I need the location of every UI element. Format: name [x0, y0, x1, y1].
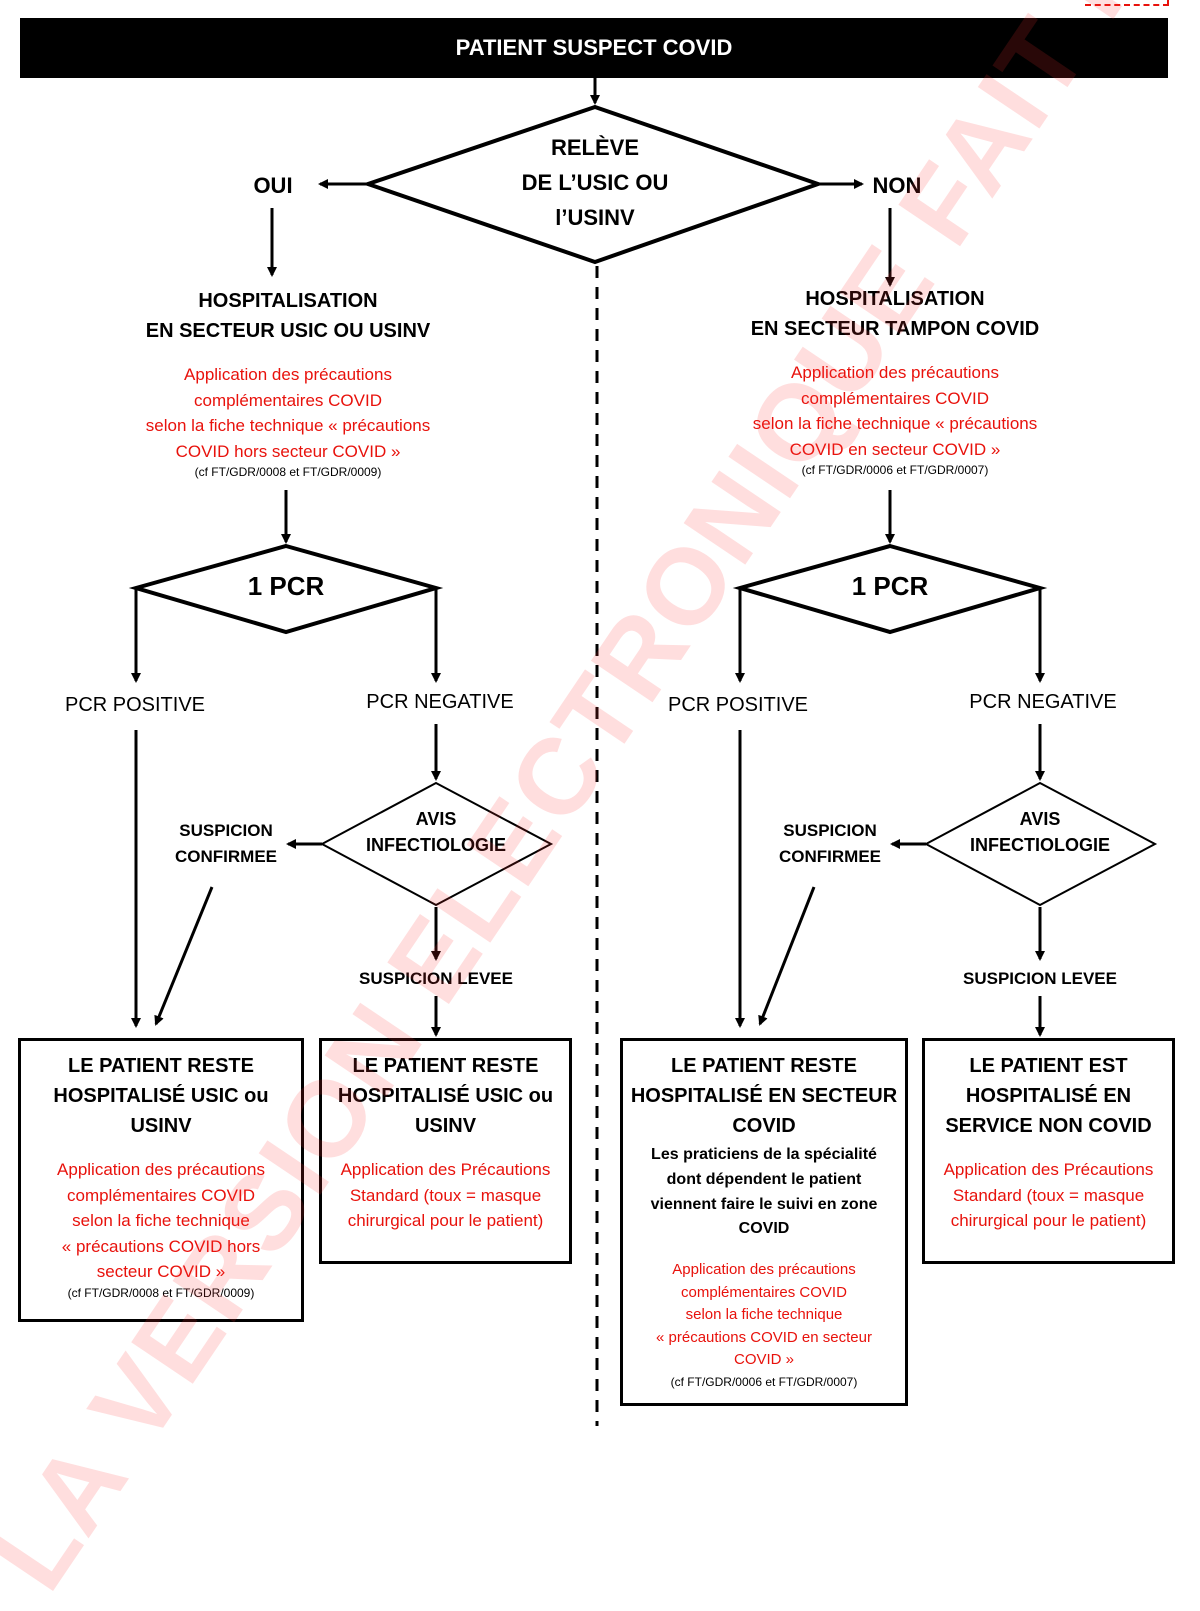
right-pcr-label: 1 PCR [851, 571, 929, 601]
left-hosp-text: Application des précautions complémentai… [145, 365, 431, 461]
main-decision-diamond [361, 104, 825, 265]
right-suspicion-levee: SUSPICION LEVEE [963, 969, 1117, 988]
right-hosp-ref: (cf FT/GDR/0006 et FT/GDR/0007) [801, 463, 989, 477]
left-pcr-negative-label: PCR NEGATIVE [366, 691, 514, 713]
right-outcome-2-title: LE PATIENT EST HOSPITALISÉ EN SERVICE NO… [945, 1055, 1152, 1137]
left-pcr-diamond [128, 543, 444, 635]
left-pcr-label: 1 PCR [247, 571, 325, 601]
title-bar: PATIENT SUSPECT COVID [20, 18, 1168, 78]
left-outcome-2-text: Application des Précautions Standard (to… [340, 1160, 551, 1230]
left-avis-label: AVIS INFECTIOLOGIE [365, 809, 506, 856]
branch-oui-label: OUI [253, 173, 293, 198]
arrow-left-confirmee-to-outcome [154, 886, 214, 1026]
left-outcome-1-title: LE PATIENT RESTE HOSPITALISÉ USIC ou USI… [53, 1055, 269, 1137]
right-avis-diamond [923, 781, 1158, 907]
left-outcome-2-title: LE PATIENT RESTE HOSPITALISÉ USIC ou USI… [337, 1055, 554, 1137]
left-outcome-box-2: LE PATIENT RESTE HOSPITALISÉ USIC ou USI… [319, 1038, 572, 1264]
right-suspicion-confirmee: SUSPICION CONFIRMEE [779, 821, 881, 867]
right-pcr-negative-label: PCR NEGATIVE [969, 691, 1117, 713]
right-outcome-1-subtext: Les praticiens de la spécialité dont dép… [650, 1146, 878, 1238]
branch-non-label: NON [872, 173, 922, 198]
arrow-right-confirmee-to-outcome [758, 886, 816, 1026]
right-hosp-title: HOSPITALISATION EN SECTEUR TAMPON COVID [750, 288, 1040, 340]
page-title: PATIENT SUSPECT COVID [455, 35, 733, 60]
corner-marker [1085, 0, 1169, 6]
right-outcome-box-1: LE PATIENT RESTE HOSPITALISÉ EN SECTEUR … [620, 1038, 908, 1406]
flow-connectors [128, 78, 1158, 1426]
main-decision-label: RELÈVE DE L’USIC OU l’USINV [521, 135, 669, 231]
left-suspicion-levee: SUSPICION LEVEE [359, 969, 513, 988]
right-outcome-1-text: Application des précautions complémentai… [656, 1261, 872, 1368]
right-pcr-diamond [732, 543, 1048, 635]
left-outcome-1-ref: (cf FT/GDR/0008 et FT/GDR/0009) [67, 1286, 255, 1300]
left-outcome-1-text: Application des précautions complémentai… [57, 1160, 265, 1281]
left-suspicion-confirmee: SUSPICION CONFIRMEE [175, 821, 277, 867]
right-outcome-1-title: LE PATIENT RESTE HOSPITALISÉ EN SECTEUR … [630, 1055, 898, 1137]
right-hosp-text: Application des précautions complémentai… [752, 363, 1038, 459]
right-avis-label: AVIS INFECTIOLOGIE [969, 809, 1110, 856]
right-pcr-positive-label: PCR POSITIVE [667, 694, 809, 716]
right-outcome-box-2: LE PATIENT EST HOSPITALISÉ EN SERVICE NO… [922, 1038, 1175, 1264]
left-hosp-ref: (cf FT/GDR/0008 et FT/GDR/0009) [194, 465, 382, 479]
left-avis-diamond [319, 781, 554, 907]
left-pcr-positive-label: PCR POSITIVE [64, 694, 206, 716]
right-outcome-1-ref: (cf FT/GDR/0006 et FT/GDR/0007) [670, 1375, 858, 1389]
left-hosp-title: HOSPITALISATION EN SECTEUR USIC OU USINV [145, 290, 431, 342]
right-outcome-2-text: Application des Précautions Standard (to… [943, 1160, 1154, 1230]
left-outcome-box-1: LE PATIENT RESTE HOSPITALISÉ USIC ou USI… [18, 1038, 304, 1322]
